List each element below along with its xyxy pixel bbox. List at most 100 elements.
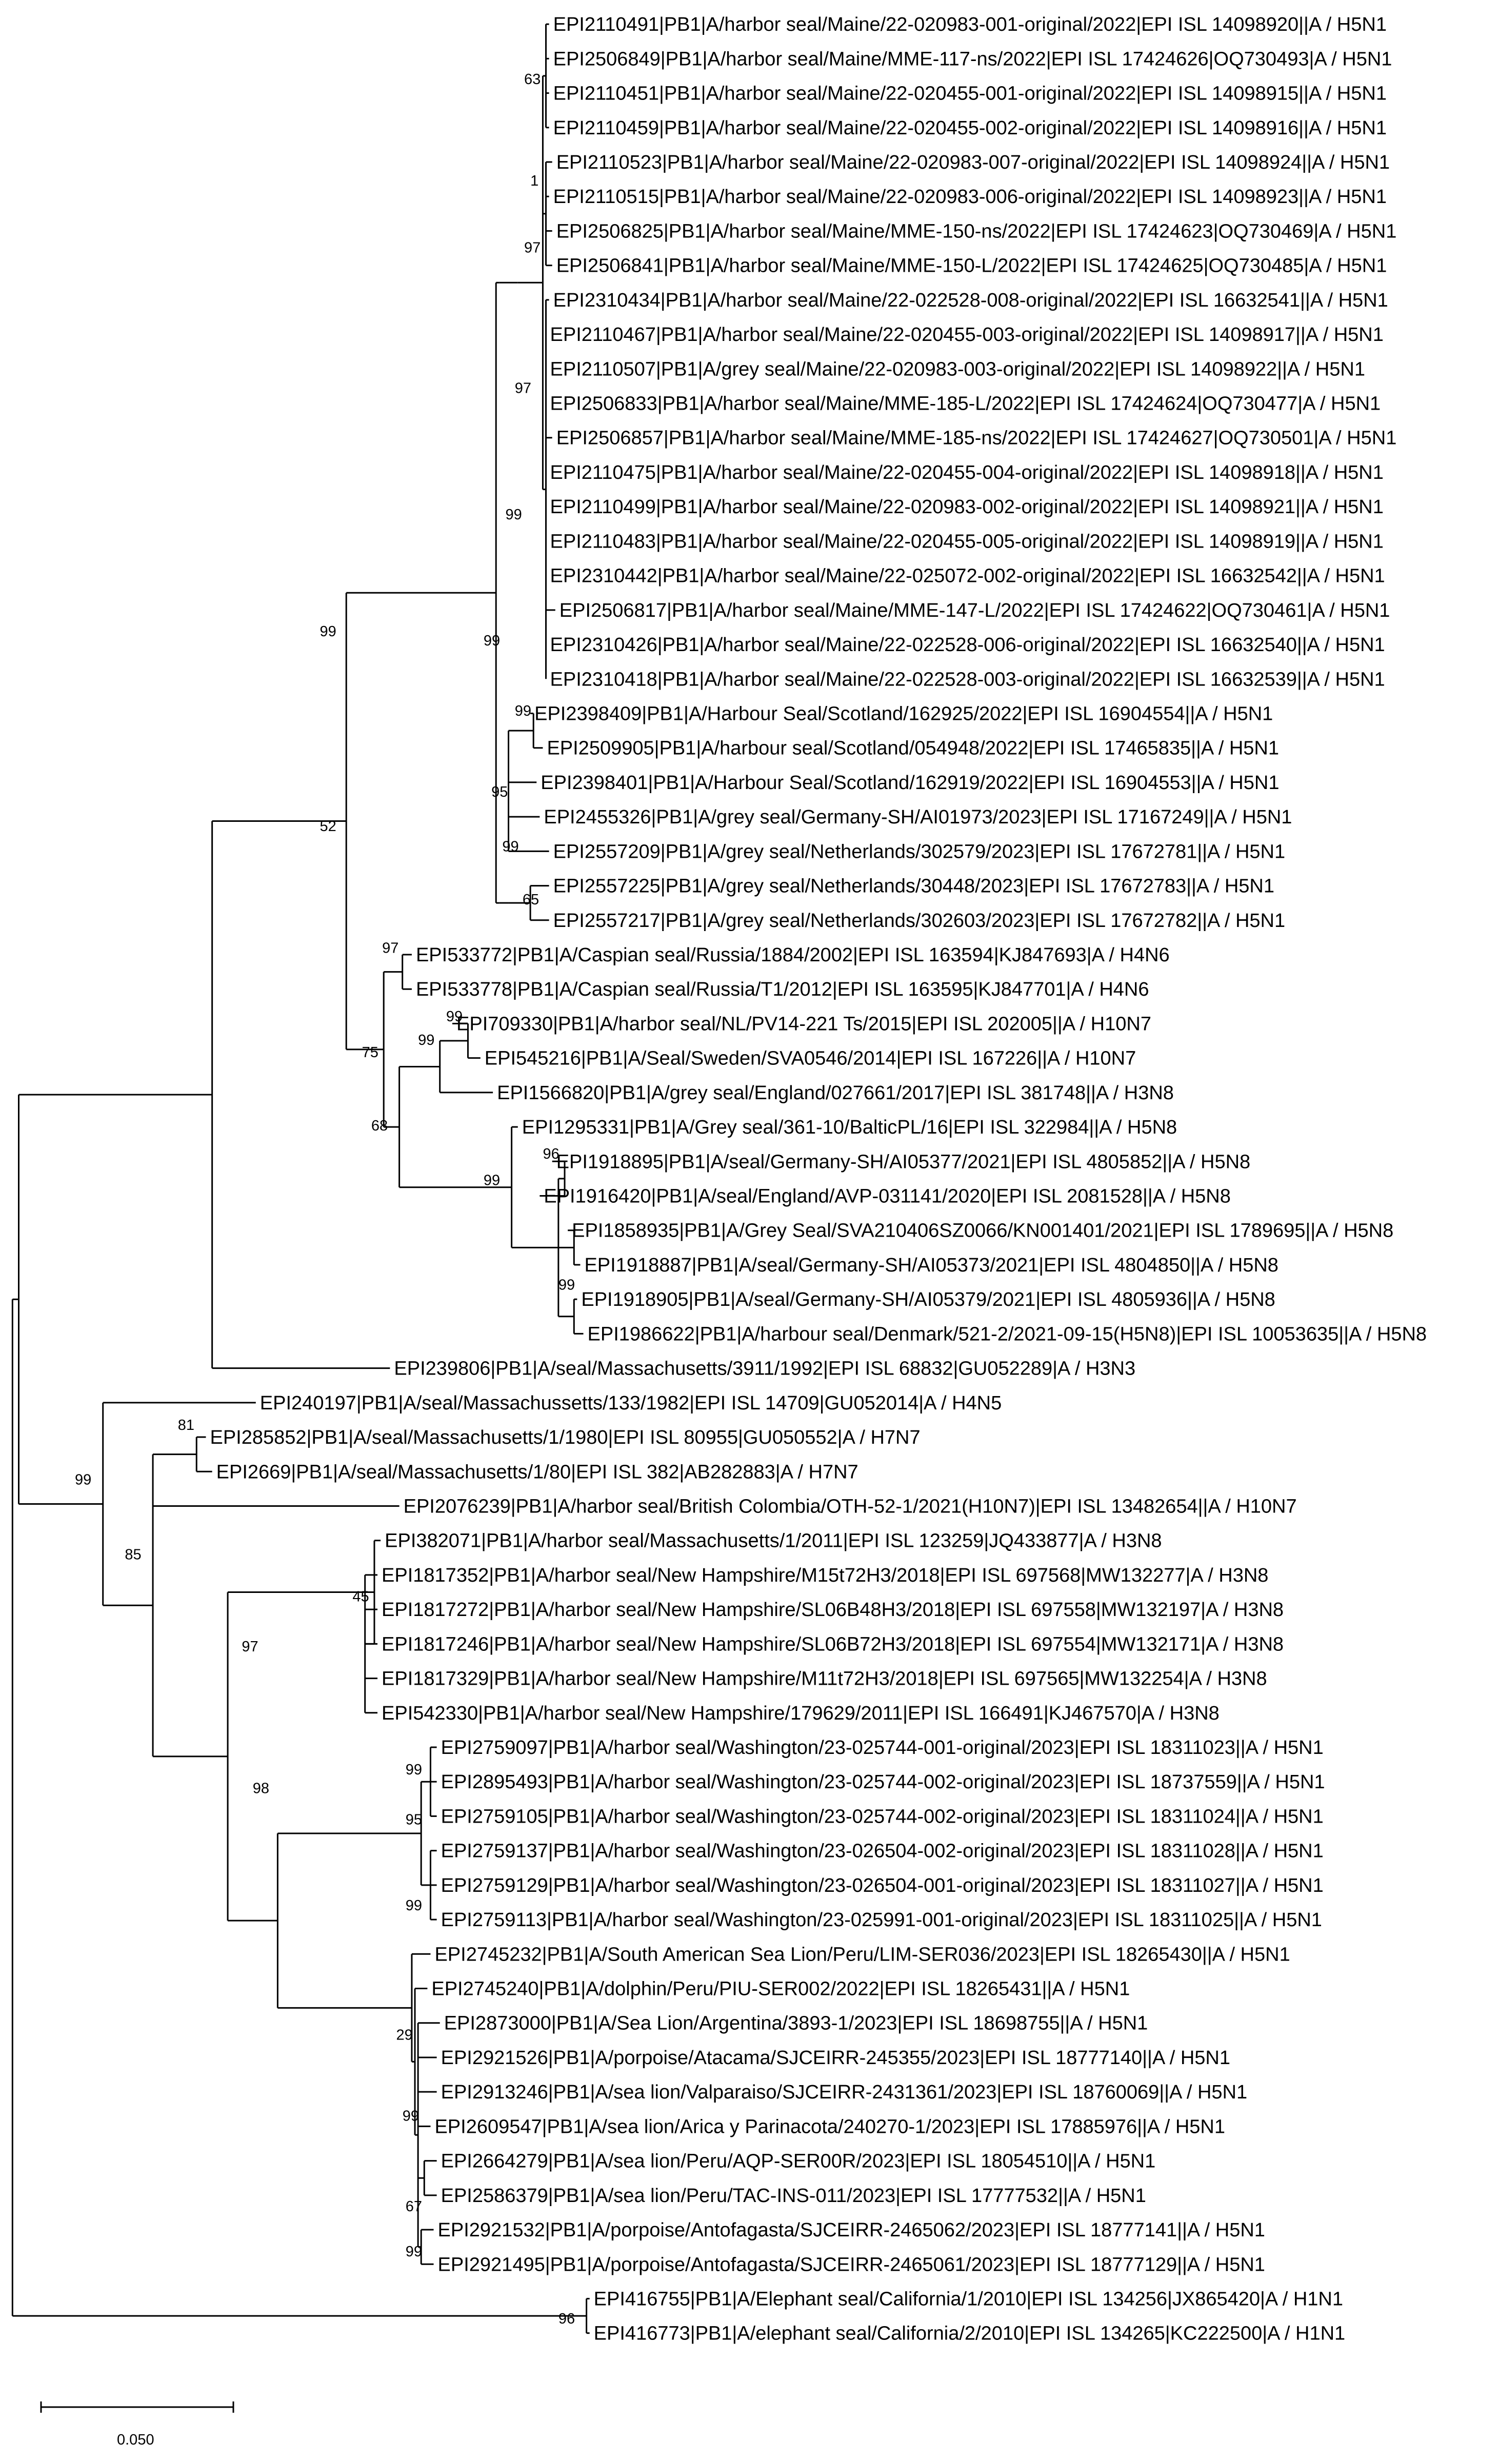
taxon-label: EPI2664279|PB1|A/sea lion/Peru/AQP-SER00… [441,2151,1156,2172]
support-value: 99 [446,1008,463,1025]
taxon-label: EPI2110491|PB1|A/harbor seal/Maine/22-02… [553,14,1387,35]
taxon-label: EPI2110467|PB1|A/harbor seal/Maine/22-02… [550,324,1384,346]
taxon-label: EPI545216|PB1|A/Seal/Sweden/SVA0546/2014… [485,1048,1136,1069]
support-value: 29 [396,2027,413,2043]
support-value: 99 [320,623,336,640]
taxon-label: EPI1918905|PB1|A/seal/Germany-SH/AI05379… [581,1289,1275,1310]
taxon-label: EPI285852|PB1|A/seal/Massachusetts/1/198… [210,1427,920,1448]
taxon-label: EPI2398409|PB1|A/Harbour Seal/Scotland/1… [534,703,1273,724]
scale-bar [40,2401,234,2413]
taxon-label: EPI2759113|PB1|A/harbor seal/Washington/… [441,1909,1322,1931]
taxon-label: EPI2759137|PB1|A/harbor seal/Washington/… [441,1841,1324,1862]
taxon-label: EPI2745240|PB1|A/dolphin/Peru/PIU-SER002… [431,1978,1130,2000]
taxon-label: EPI2759129|PB1|A/harbor seal/Washington/… [441,1875,1324,1896]
taxon-label: EPI2110475|PB1|A/harbor seal/Maine/22-02… [550,462,1384,483]
support-value: 67 [406,2198,422,2215]
support-value: 63 [524,71,541,88]
support-value: 95 [491,784,508,800]
taxon-label: EPI1916420|PB1|A/seal/England/AVP-031141… [544,1186,1230,1207]
taxon-label: EPI2506849|PB1|A/harbor seal/Maine/MME-1… [553,48,1392,70]
taxon-label: EPI239806|PB1|A/seal/Massachusetts/3911/… [394,1358,1135,1380]
taxon-label: EPI2506825|PB1|A/harbor seal/Maine/MME-1… [556,220,1397,242]
scale-bar-label: 0.050 [117,2432,154,2448]
taxon-label: EPI2745232|PB1|A/South American Sea Lion… [434,1944,1290,1965]
taxon-label: EPI1817352|PB1|A/harbor seal/New Hampshi… [382,1565,1268,1586]
taxon-label: EPI1986622|PB1|A/harbour seal/Denmark/52… [588,1323,1427,1345]
taxon-label: EPI1295331|PB1|A/Grey seal/361-10/Baltic… [522,1117,1177,1138]
taxon-label: EPI1858935|PB1|A/Grey Seal/SVA210406SZ00… [572,1220,1393,1242]
support-value: 97 [515,380,531,396]
taxon-label: EPI2110507|PB1|A/grey seal/Maine/22-0209… [550,358,1365,380]
support-value: 96 [543,1146,559,1162]
taxon-label: EPI2506841|PB1|A/harbor seal/Maine/MME-1… [556,255,1387,277]
taxon-label: EPI2557225|PB1|A/grey seal/Netherlands/3… [553,876,1274,897]
taxon-label: EPI382071|PB1|A/harbor seal/Massachusett… [385,1530,1162,1552]
taxon-label: EPI2310426|PB1|A/harbor seal/Maine/22-02… [550,634,1385,656]
taxon-label: EPI2310442|PB1|A/harbor seal/Maine/22-02… [550,565,1385,587]
support-value: 99 [484,1173,500,1189]
support-value: 97 [524,240,541,256]
taxon-label: EPI2110451|PB1|A/harbor seal/Maine/22-02… [553,83,1387,105]
taxon-label: EPI1817272|PB1|A/harbor seal/New Hampshi… [382,1599,1284,1621]
taxon-label: EPI2759097|PB1|A/harbor seal/Washington/… [441,1737,1324,1759]
support-value: 75 [362,1044,378,1061]
taxon-label: EPI1918887|PB1|A/seal/Germany-SH/AI05373… [584,1255,1278,1276]
taxon-label: EPI2506857|PB1|A/harbor seal/Maine/MME-1… [556,428,1397,449]
taxon-label: EPI1817246|PB1|A/harbor seal/New Hampshi… [382,1633,1284,1655]
taxon-label: EPI533778|PB1|A/Caspian seal/Russia/T1/2… [416,979,1149,1000]
support-value: 99 [75,1472,91,1488]
support-value: 98 [253,1781,269,1797]
taxon-label: EPI2455326|PB1|A/grey seal/Germany-SH/AI… [544,806,1292,828]
taxon-label: EPI2913246|PB1|A/sea lion/Valparaiso/SJC… [441,2082,1248,2103]
support-value: 99 [406,1897,422,1914]
taxon-label: EPI2895493|PB1|A/harbor seal/Washington/… [441,1771,1325,1793]
support-value: 99 [505,507,522,523]
support-value: 1 [530,173,538,189]
tree-branches [11,23,590,2334]
taxon-label: EPI2921532|PB1|A/porpoise/Antofagasta/SJ… [438,2219,1265,2241]
support-value: 97 [382,940,398,956]
support-value: 99 [502,839,518,855]
support-value: 52 [320,818,336,835]
taxon-label: EPI2921495|PB1|A/porpoise/Antofagasta/SJ… [438,2254,1265,2275]
taxon-label: EPI240197|PB1|A/seal/Massachussetts/133/… [260,1392,1002,1414]
support-value: 99 [558,1277,575,1293]
taxon-label: EPI2586379|PB1|A/sea lion/Peru/TAC-INS-0… [441,2185,1146,2207]
taxon-label: EPI2609547|PB1|A/sea lion/Arica y Parina… [434,2116,1225,2137]
support-value: 99 [406,2244,422,2260]
taxon-label: EPI2110483|PB1|A/harbor seal/Maine/22-02… [550,531,1384,552]
support-value: 99 [406,1762,422,1778]
taxon-label: EPI1566820|PB1|A/grey seal/England/02766… [497,1082,1174,1104]
taxon-label: EPI709330|PB1|A/harbor seal/NL/PV14-221 … [456,1013,1151,1035]
support-value: 45 [352,1589,369,1605]
taxon-label: EPI2921526|PB1|A/porpoise/Atacama/SJCEIR… [441,2047,1230,2069]
taxon-label: EPI2669|PB1|A/seal/Massachusetts/1/80|EP… [216,1461,858,1483]
taxon-label: EPI2110459|PB1|A/harbor seal/Maine/22-02… [553,117,1387,139]
taxon-label: EPI2398401|PB1|A/Harbour Seal/Scotland/1… [541,772,1279,794]
support-value: 99 [418,1032,434,1048]
taxon-label: EPI2110523|PB1|A/harbor seal/Maine/22-02… [556,152,1390,173]
taxon-label: EPI2557209|PB1|A/grey seal/Netherlands/3… [553,841,1286,862]
taxon-label: EPI416773|PB1|A/elephant seal/California… [594,2323,1346,2345]
support-value: 65 [523,892,539,908]
taxon-label: EPI2509905|PB1|A/harbour seal/Scotland/0… [547,738,1279,759]
support-value: 85 [125,1547,141,1563]
taxon-label: EPI533772|PB1|A/Caspian seal/Russia/1884… [416,944,1170,966]
support-value: 99 [403,2108,419,2124]
support-values: 6319797996599999995979999969999687599528… [75,71,575,2327]
taxon-label: EPI2110499|PB1|A/harbor seal/Maine/22-02… [550,496,1384,518]
taxon-label: EPI2310434|PB1|A/harbor seal/Maine/22-02… [553,290,1388,311]
taxon-label: EPI416755|PB1|A/Elephant seal/California… [594,2288,1343,2310]
support-value: 97 [242,1639,258,1655]
taxon-label: EPI2759105|PB1|A/harbor seal/Washington/… [441,1806,1324,1827]
support-value: 99 [515,703,531,719]
taxon-label: EPI1918895|PB1|A/seal/Germany-SH/AI05377… [556,1151,1250,1173]
taxon-label: EPI2506817|PB1|A/harbor seal/Maine/MME-1… [560,600,1390,621]
taxon-label: EPI1817329|PB1|A/harbor seal/New Hampshi… [382,1668,1267,1690]
taxon-label: EPI2873000|PB1|A/Sea Lion/Argentina/3893… [444,2013,1148,2034]
taxon-label: EPI2557217|PB1|A/grey seal/Netherlands/3… [553,910,1286,932]
support-value: 81 [178,1417,194,1433]
taxon-label: EPI2076239|PB1|A/harbor seal/British Col… [404,1496,1297,1517]
